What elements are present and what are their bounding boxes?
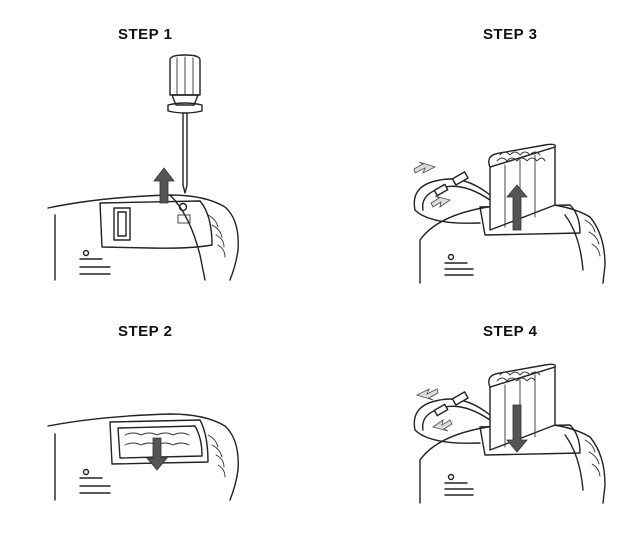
battery-compartment (479, 204, 581, 236)
battery-pack (488, 363, 556, 451)
device-body (47, 194, 239, 281)
up-arrow-icon (153, 167, 175, 204)
pull-arrow-icon (413, 161, 437, 174)
battery-compartment (109, 419, 209, 465)
pull-arrow-icon (430, 195, 452, 209)
screwdriver-icon (167, 54, 203, 194)
step-3-title: STEP 3 (483, 26, 538, 43)
down-arrow-icon (146, 437, 168, 471)
push-arrow-icon (415, 388, 439, 401)
down-arrow-icon (506, 404, 528, 453)
battery-compartment (479, 424, 581, 456)
step-4-title: STEP 4 (483, 323, 538, 340)
step-1-illustration (47, 54, 239, 281)
battery-pack (488, 143, 556, 231)
step-2-title: STEP 2 (118, 323, 173, 340)
up-arrow-icon (506, 184, 528, 231)
step-3-illustration (413, 143, 606, 284)
battery-cover (99, 200, 213, 249)
step-4-illustration (413, 363, 606, 504)
grille-slots (79, 249, 111, 275)
connector-wires (413, 171, 491, 224)
step-2-illustration (47, 413, 239, 501)
push-arrow-icon (431, 418, 453, 432)
connector-wires (413, 391, 491, 444)
device-body (47, 413, 239, 501)
step-1-title: STEP 1 (118, 26, 173, 43)
